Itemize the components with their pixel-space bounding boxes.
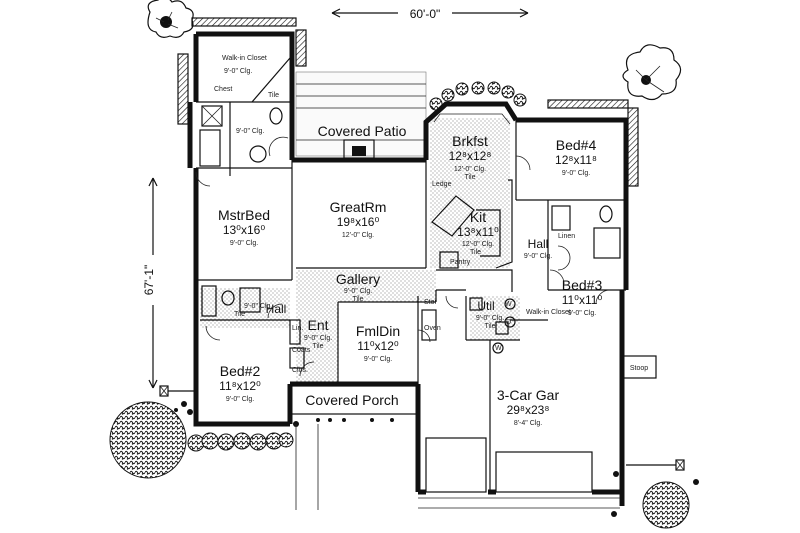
entry-ceiling: 9'-0" Clg. bbox=[304, 335, 332, 342]
great-room-size: 19⁸x16⁰ bbox=[337, 215, 380, 229]
utility-tile: Tile bbox=[484, 323, 495, 330]
kitchen-label: Kit bbox=[470, 209, 486, 225]
brkfst-size: 12⁸x12⁸ bbox=[449, 149, 492, 163]
walk-in-closet-2-label: Walk-in Closet bbox=[526, 309, 571, 316]
entry-label: Ent bbox=[307, 317, 328, 333]
util-tile-area bbox=[470, 296, 520, 340]
bed3-size: 11⁰x11⁰ bbox=[562, 293, 603, 307]
bed2-ceiling: 9'-0" Clg. bbox=[226, 396, 254, 403]
gallery-tile-area bbox=[296, 270, 436, 302]
garage-size: 29⁸x23⁸ bbox=[507, 403, 550, 417]
linen-left-label: Lin. bbox=[292, 325, 303, 332]
shrub-large-left bbox=[109, 401, 187, 479]
width-label: 60'-0" bbox=[410, 7, 441, 21]
interior-walls bbox=[159, 57, 685, 510]
tile-label-master: Tile bbox=[268, 92, 279, 99]
hall-left-label: Hall bbox=[266, 302, 287, 316]
chest-label: Chest bbox=[214, 86, 232, 93]
entry-tile: Tile bbox=[312, 343, 323, 350]
master-bed-label: MstrBed bbox=[218, 207, 270, 223]
tree-top-left bbox=[147, 0, 194, 38]
washer-label: W bbox=[495, 345, 502, 352]
hall-right-ceiling: 9'-0" Clg. bbox=[524, 253, 552, 260]
gallery-label: Gallery bbox=[336, 271, 380, 287]
bed2-label: Bed#2 bbox=[220, 363, 261, 379]
bed4-label: Bed#4 bbox=[556, 137, 597, 153]
plant-dots-left bbox=[174, 401, 699, 517]
linen-label: Linen bbox=[558, 233, 575, 240]
exterior-walls bbox=[187, 31, 629, 506]
master-bath-ceiling: 9'-0" Clg. bbox=[236, 128, 264, 135]
hall-left-tile-area bbox=[200, 288, 290, 328]
brkfst-label: Brkfst bbox=[452, 133, 488, 149]
bed4-ceiling: 9'-0" Clg. bbox=[562, 170, 590, 177]
closet-label: Clos. bbox=[292, 367, 308, 374]
planter-top bbox=[191, 17, 297, 27]
covered-porch-label: Covered Porch bbox=[305, 392, 398, 408]
planter-right bbox=[627, 107, 639, 187]
walk-in-closet-ceiling: 9'-0" Clg. bbox=[224, 68, 252, 75]
depth-dimension: 67'-1" bbox=[142, 177, 158, 389]
utility-label: Util bbox=[477, 299, 494, 313]
dryer-label: D bbox=[506, 319, 511, 326]
great-room-label: GreatRm bbox=[330, 199, 387, 215]
utility-ceiling: 9'-0" Clg. bbox=[476, 315, 504, 322]
planter-left bbox=[177, 53, 189, 125]
kitchen-ledge: Ledge bbox=[432, 181, 452, 188]
brkfst-ceiling: 12'-0" Clg. bbox=[454, 166, 486, 173]
patio-floor-lines bbox=[296, 83, 426, 141]
gallery-tile: Tile bbox=[352, 296, 363, 303]
planter-top-right bbox=[295, 29, 307, 67]
formal-dining-ceiling: 9'-0" Clg. bbox=[364, 356, 392, 363]
washer-label-top: W bbox=[505, 301, 512, 308]
kitchen-ceiling: 12'-0" Clg. bbox=[462, 241, 494, 248]
hall-left-ceiling: 9'-0" Clg. bbox=[244, 303, 272, 310]
stoop-label: Stoop bbox=[630, 365, 648, 372]
bed3-label: Bed#3 bbox=[562, 277, 603, 293]
walk-in-closet-label: Walk-in Closet bbox=[222, 55, 267, 62]
storage-label: Stor bbox=[424, 299, 438, 306]
bed2-size: 11⁸x12⁰ bbox=[219, 379, 261, 393]
kitchen-size: 13⁸x11⁰ bbox=[457, 225, 499, 239]
formal-dining-label: FmlDin bbox=[356, 323, 400, 339]
hall-right-label: Hall bbox=[528, 237, 549, 251]
covered-patio-area bbox=[295, 71, 427, 157]
bed4-size: 12⁸x11⁸ bbox=[555, 153, 597, 167]
brkfst-tile: Tile bbox=[464, 174, 475, 181]
master-bed-size: 13⁰x16⁰ bbox=[223, 223, 266, 237]
gallery-ceiling: 9'-0" Clg. bbox=[344, 288, 372, 295]
kitchen-tile: Tile bbox=[470, 249, 481, 256]
pantry-label: Pantry bbox=[450, 259, 471, 266]
formal-dining-size: 11⁰x12⁰ bbox=[357, 339, 399, 353]
oven-label: Oven bbox=[424, 325, 441, 332]
garage-ceiling: 8'-4" Clg. bbox=[514, 420, 542, 427]
planter-right-top bbox=[547, 99, 629, 109]
width-dimension: 60'-0" bbox=[331, 7, 529, 21]
depth-label: 67'-1" bbox=[142, 265, 156, 296]
master-bed-ceiling: 9'-0" Clg. bbox=[230, 240, 258, 247]
kitchen-tile-area bbox=[430, 118, 510, 268]
hall-left-tile: Tile bbox=[234, 311, 245, 318]
great-room-ceiling: 12'-0" Clg. bbox=[342, 232, 374, 239]
covered-patio-label: Covered Patio bbox=[318, 123, 407, 139]
shrub-bottom-right bbox=[642, 481, 690, 529]
garage-label: 3-Car Gar bbox=[497, 387, 560, 403]
bed3-ceiling: 9'-0" Clg. bbox=[568, 310, 596, 317]
tree-right bbox=[622, 44, 682, 101]
shrub-row-front bbox=[187, 432, 294, 452]
coats-label: Coats bbox=[292, 347, 311, 354]
entry-tile-area bbox=[296, 302, 338, 382]
